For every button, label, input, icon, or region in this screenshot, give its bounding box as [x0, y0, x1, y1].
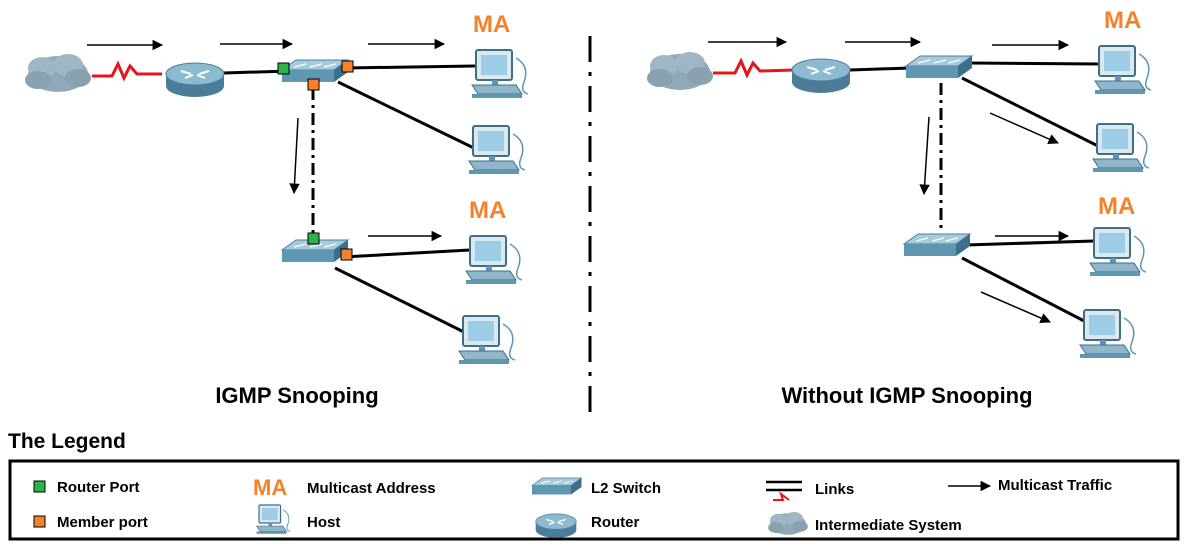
router-port: [307, 232, 320, 245]
host-icon: [471, 49, 529, 99]
left-panel-igmp-snooping: MA MA IGMP Snooping: [25, 11, 529, 408]
link-lower-switch-host4: [961, 256, 1091, 326]
links-icon: [766, 480, 802, 501]
link-router-switch: [849, 66, 911, 72]
legend-intermediate-system: Intermediate System: [815, 517, 962, 534]
cloud-icon: [647, 52, 713, 90]
router-icon: [535, 513, 577, 539]
link-switch-host1: [344, 64, 476, 70]
legend-member-port: Member port: [57, 514, 148, 531]
panel-caption: IGMP Snooping: [215, 383, 378, 408]
l2-switch-icon: [903, 233, 971, 257]
host-icon: [468, 125, 526, 175]
panel-caption: Without IGMP Snooping: [781, 383, 1032, 408]
legend-title: The Legend: [8, 430, 126, 453]
ma-label: MA: [473, 11, 510, 38]
legend-l2-switch: L2 Switch: [591, 480, 661, 497]
right-panel-without-igmp-snooping: MA MA Without IGMP Snooping: [647, 7, 1152, 408]
legend-ma-symbol: MA: [253, 475, 287, 500]
cloud-icon: [768, 512, 808, 535]
ma-label: MA: [1098, 193, 1135, 220]
member-port-swatch: [33, 515, 46, 528]
router-port-swatch: [33, 480, 46, 493]
router-icon: [165, 62, 225, 98]
link-lower-switch-host3: [342, 248, 471, 259]
l2-switch-icon: [905, 55, 973, 79]
multicast-traffic-arrow: [289, 117, 300, 195]
link-lower-switch-host4: [334, 266, 471, 337]
link-switch-host2: [337, 80, 479, 152]
member-port: [340, 248, 353, 261]
legend-router-port: Router Port: [57, 479, 140, 496]
multicast-traffic-arrow: [980, 291, 1051, 324]
multicast-traffic-arrow: [989, 112, 1059, 144]
l2-switch-icon: [531, 477, 582, 495]
link-switch-host1: [969, 61, 1101, 66]
link-lower-switch-host3: [965, 239, 1095, 247]
serial-link: [92, 60, 162, 82]
cloud-icon: [25, 54, 91, 92]
link-switch-host2: [961, 76, 1101, 149]
legend-multicast-traffic: Multicast Traffic: [998, 477, 1112, 494]
legend-links: Links: [815, 481, 854, 498]
router-icon: [791, 58, 851, 94]
ma-label: MA: [1104, 7, 1141, 34]
host-icon: [458, 315, 516, 365]
host-icon: [1094, 45, 1152, 95]
host-icon: [1092, 123, 1150, 173]
legend-multicast-address: Multicast Address: [307, 480, 436, 497]
serial-link: [713, 57, 795, 79]
router-port: [277, 62, 290, 75]
host-icon: [1079, 309, 1137, 359]
host-icon: [1089, 227, 1147, 277]
legend-host: Host: [307, 514, 340, 531]
member-port: [307, 78, 320, 91]
multicast-traffic-arrow: [919, 116, 930, 196]
ma-label: MA: [469, 197, 506, 224]
host-icon: [465, 235, 523, 285]
legend-router: Router: [591, 514, 639, 531]
member-port: [341, 60, 354, 73]
legend-box: Router Port Member port MA Multicast Add…: [8, 459, 1180, 541]
